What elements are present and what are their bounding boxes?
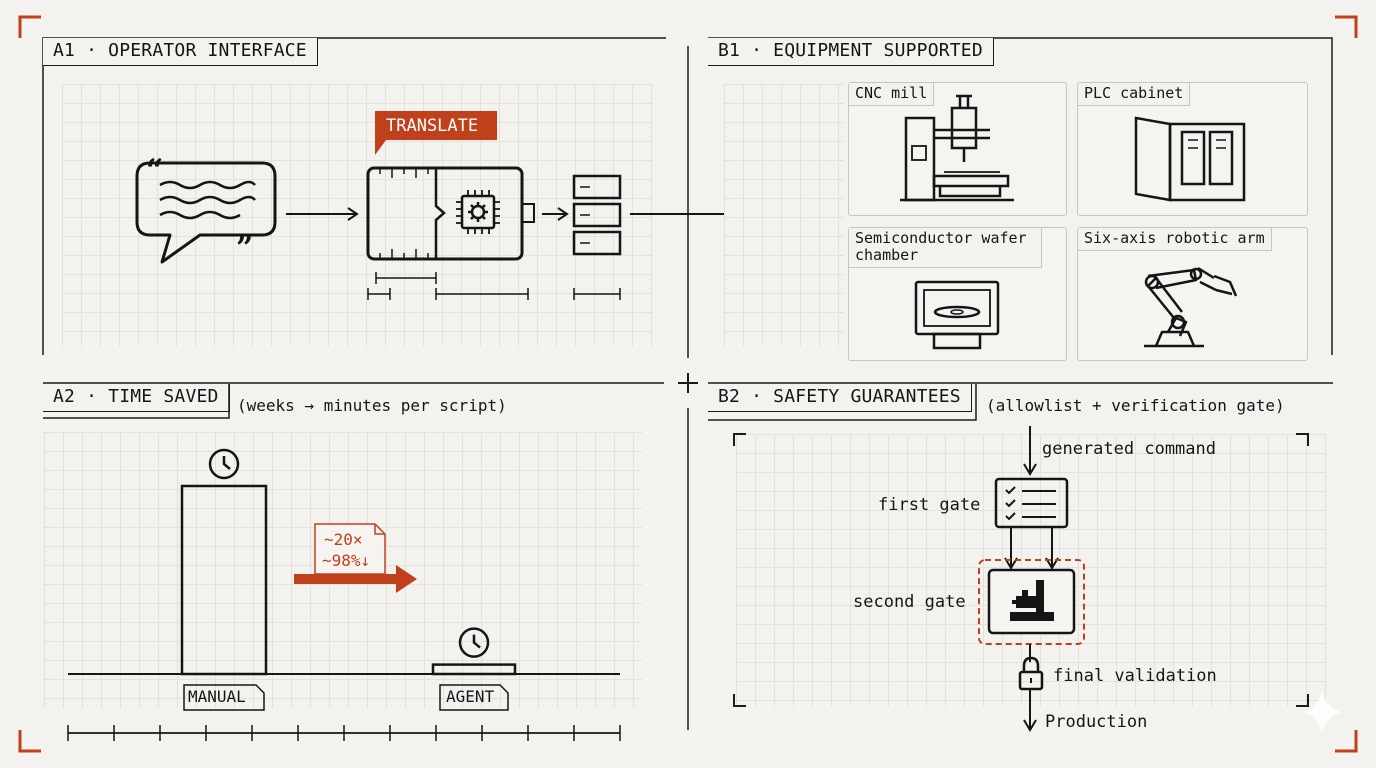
bar-agent [431, 663, 517, 676]
bar-label-manual: MANUAL [188, 687, 246, 706]
bar-label-box [439, 684, 509, 711]
equipment-label: PLC cabinet [1078, 83, 1191, 106]
b2-subtitle: (allowlist + verification gate) [986, 396, 1285, 415]
b2-title: B2 · SAFETY GUARANTEES [708, 384, 972, 412]
svg-text:“: “ [146, 153, 163, 188]
quote-marks-icon: “ ” [146, 153, 253, 266]
reduction-callout-line2: ~98%↓ [322, 551, 371, 570]
clock-hands [222, 456, 231, 470]
chat-bubble-icon [135, 161, 277, 264]
translate-label: TRANSLATE [386, 116, 479, 136]
second-gate-highlight [978, 559, 1085, 645]
flow-label-production: Production [1045, 712, 1148, 732]
clock-icon [458, 627, 490, 658]
a1-title: A1 · OPERATOR INTERFACE [43, 38, 318, 66]
equipment-label: Six-axis robotic arm [1078, 228, 1272, 251]
reduction-callout-box [314, 523, 386, 575]
flow-label-first-gate: first gate [878, 495, 981, 515]
bar-label-box [183, 684, 265, 711]
plc-cabinet-icon [1134, 116, 1246, 202]
clock-hands [472, 634, 481, 649]
equipment-card-wafer-chamber: Semiconductor wafer chamber [848, 227, 1067, 361]
translate-tag [375, 111, 497, 155]
bar-manual [180, 484, 268, 676]
a2-subtitle: (weeks → minutes per script) [237, 396, 507, 415]
lock-icon [1018, 656, 1044, 691]
flow-label-second-gate: second gate [853, 592, 966, 612]
wafer-chamber-icon [914, 280, 1000, 350]
clock-icon [208, 448, 240, 480]
reduction-callout-line1: ~20× [324, 530, 363, 549]
cnc-mill-icon [900, 94, 1014, 202]
arrow-right-icon [286, 207, 359, 221]
dimension-lines [367, 272, 621, 300]
a2-title: A2 · TIME SAVED [43, 384, 230, 412]
verification-machine-icon [987, 568, 1076, 635]
equipment-label: Semiconductor wafer chamber [849, 228, 1042, 268]
b1-title: B1 · EQUIPMENT SUPPORTED [708, 38, 994, 66]
translator-device-icon [366, 166, 535, 261]
checklist-icon [994, 477, 1069, 529]
flow-label-final-validation: final validation [1053, 666, 1217, 686]
flow-label-generated-command: generated command [1042, 439, 1216, 459]
b1-grid-background [724, 84, 844, 346]
robotic-arm-icon [1144, 266, 1238, 348]
bar-label-agent: AGENT [446, 687, 495, 706]
reduction-arrow [294, 565, 417, 593]
equipment-card-robotic-arm: Six-axis robotic arm [1077, 227, 1308, 361]
equipment-label: CNC mill [849, 83, 935, 106]
command-stack-icon [572, 174, 622, 256]
callout-fold [374, 524, 385, 535]
svg-text:”: ” [236, 231, 253, 266]
equipment-card-plc-cabinet: PLC cabinet [1077, 82, 1308, 216]
arrow-right-icon [542, 207, 569, 221]
